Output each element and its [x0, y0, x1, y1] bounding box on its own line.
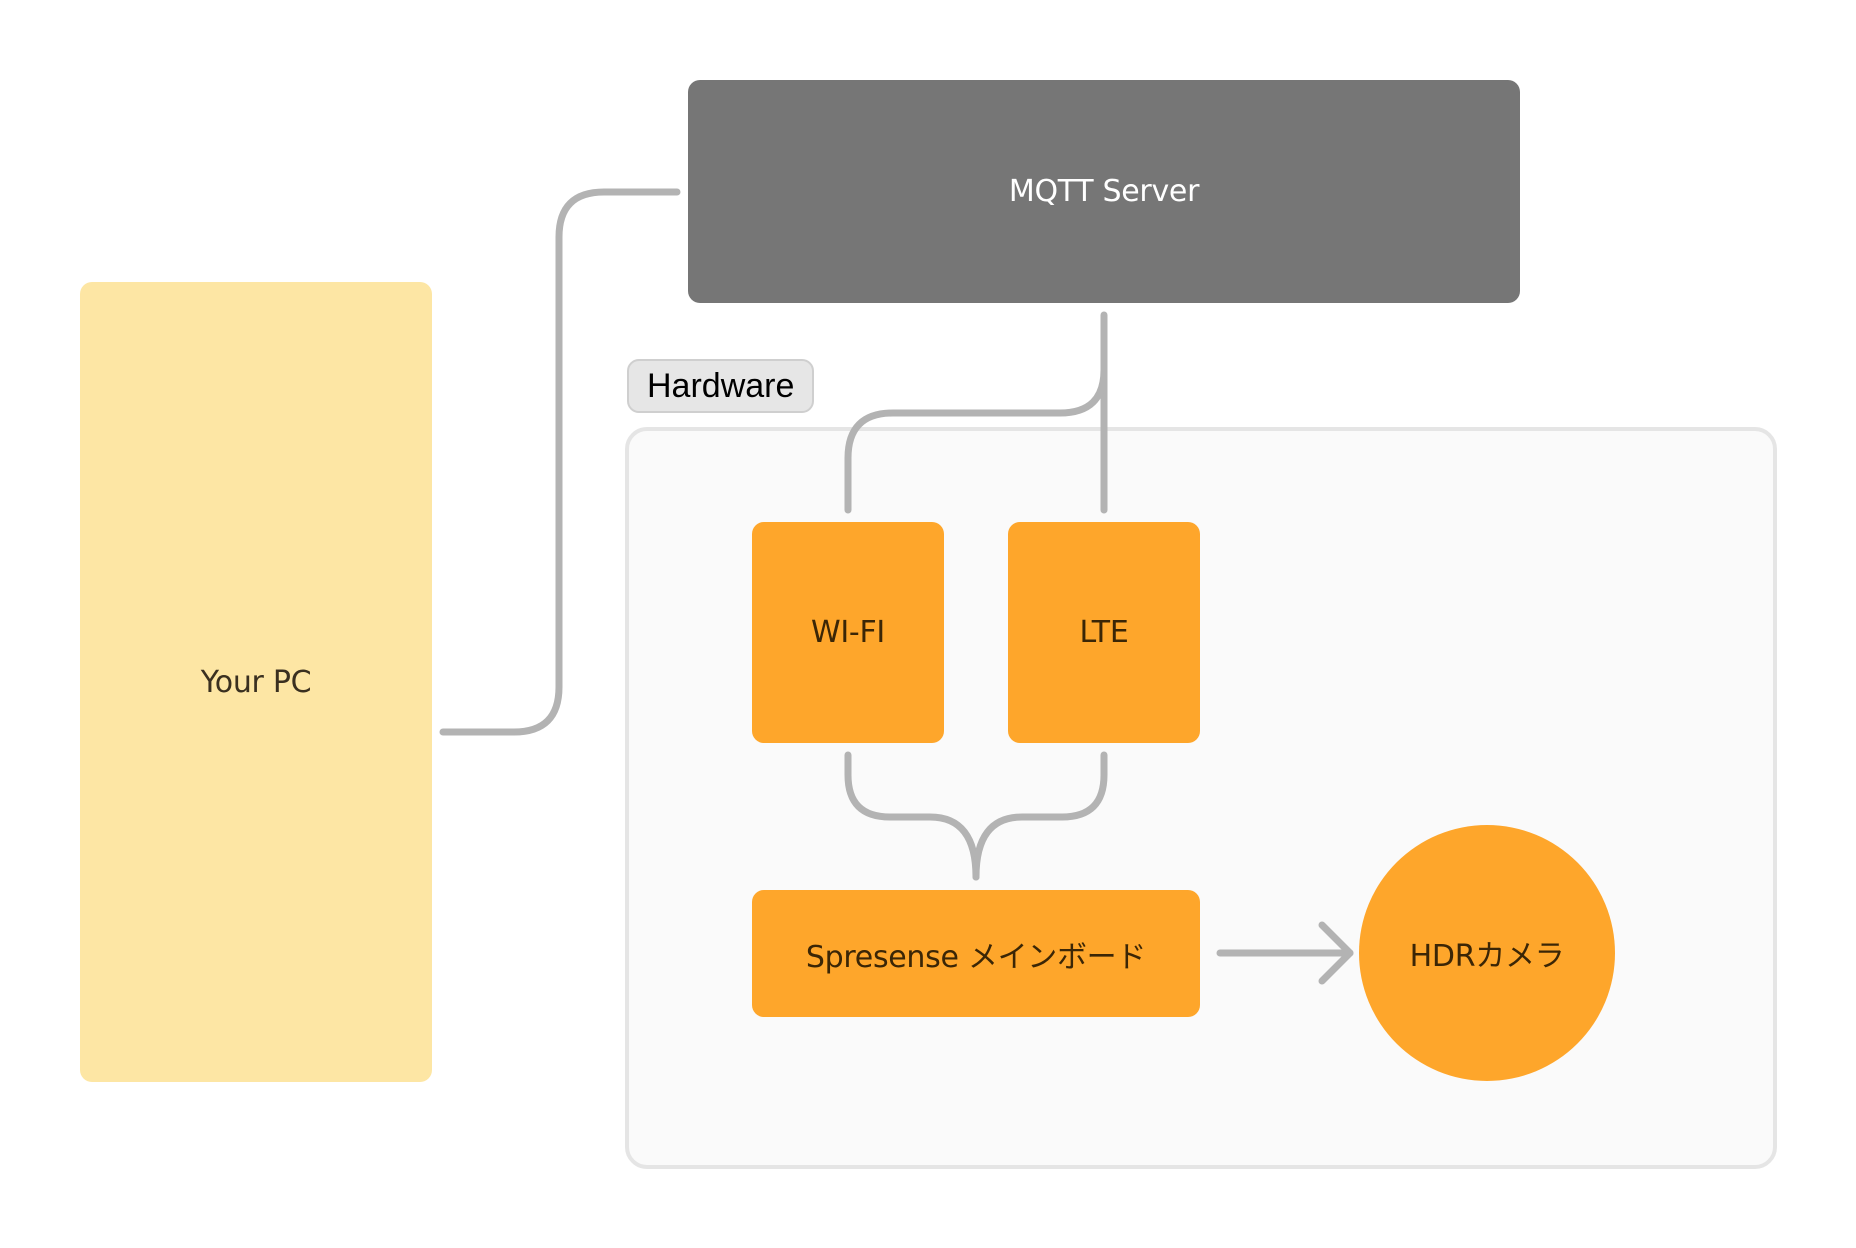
arrowhead-icon: [1318, 921, 1354, 985]
node-wifi-label: WI-FI: [811, 615, 885, 650]
node-wifi[interactable]: WI-FI: [752, 522, 944, 743]
edge-wifi-to-spresense: [844, 751, 980, 881]
edge-pc-to-mqtt: [439, 188, 681, 736]
node-your-pc-label: Your PC: [200, 664, 312, 700]
node-spresense-mainboard[interactable]: Spresense メインボード: [752, 890, 1200, 1017]
node-mqtt-server-label: MQTT Server: [1008, 174, 1200, 209]
node-your-pc[interactable]: Your PC: [80, 282, 432, 1082]
edge-mqtt-to-wifi: [844, 366, 1108, 514]
edge-lte-to-spresense: [972, 751, 1108, 881]
node-mqtt-server[interactable]: MQTT Server: [688, 80, 1520, 303]
hardware-group-label: Hardware: [627, 359, 815, 413]
node-hdr-camera[interactable]: HDRカメラ: [1359, 825, 1615, 1081]
node-lte-label: LTE: [1079, 615, 1129, 650]
node-hdr-camera-label: HDRカメラ: [1409, 939, 1565, 974]
hardware-group-label-text: Hardware: [647, 366, 795, 405]
node-spresense-label: Spresense メインボード: [805, 939, 1147, 975]
node-lte[interactable]: LTE: [1008, 522, 1200, 743]
